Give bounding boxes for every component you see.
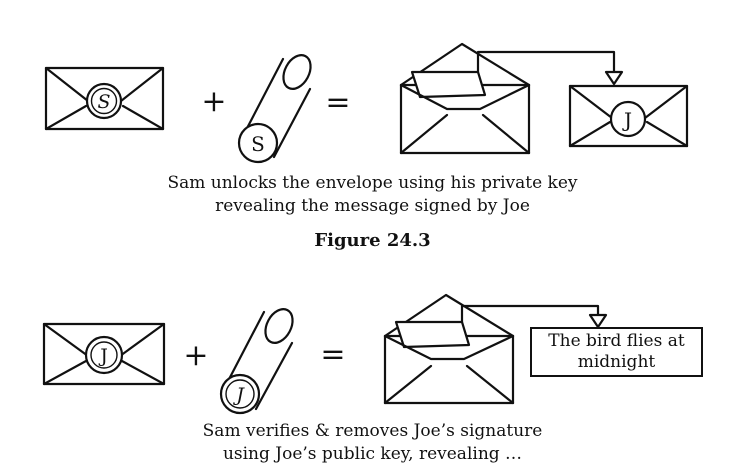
private-key-s-icon: S (237, 54, 312, 164)
message-line-2: midnight (577, 352, 656, 372)
message-line-1: The bird flies at (548, 331, 685, 351)
seal-letter-j-2: J (98, 345, 108, 367)
opened-envelope-icon (399, 42, 531, 155)
arrow-head (604, 70, 624, 86)
seal-letter-s: S (97, 91, 110, 113)
seal-letter-j: J (622, 108, 632, 132)
caption-1-line-1: Sam unlocks the envelope using his priva… (167, 173, 578, 193)
plus-sign: + (201, 84, 226, 119)
plus-sign-2: + (183, 338, 208, 373)
opened-envelope-2-icon (383, 293, 515, 405)
caption-2-line-2: using Joe’s public key, revealing … (222, 444, 523, 464)
arrow-head-2 (588, 313, 608, 329)
caption-1: Sam unlocks the envelope using his priva… (0, 172, 745, 218)
caption-2-line-1: Sam verifies & removes Joe’s signature (202, 421, 543, 441)
inner-envelope-j-icon: J (568, 84, 689, 148)
sealed-envelope-s-icon: S (44, 66, 165, 131)
equals-sign-2: = (320, 337, 345, 372)
figure-label: Figure 24.3 (314, 230, 431, 251)
reveal-arrow (476, 50, 616, 80)
reveal-arrow-2 (460, 304, 600, 324)
caption-1-line-2: revealing the message signed by Joe (215, 196, 530, 216)
caption-2: Sam verifies & removes Joe’s signature u… (0, 420, 745, 466)
sealed-envelope-j-icon: J (42, 322, 166, 386)
key-letter-s: S (251, 132, 265, 156)
public-key-j-icon: J (219, 308, 294, 415)
message-box: The bird flies at midnight (530, 327, 703, 377)
key-letter-j: J (232, 384, 245, 406)
equals-sign: = (325, 85, 350, 120)
